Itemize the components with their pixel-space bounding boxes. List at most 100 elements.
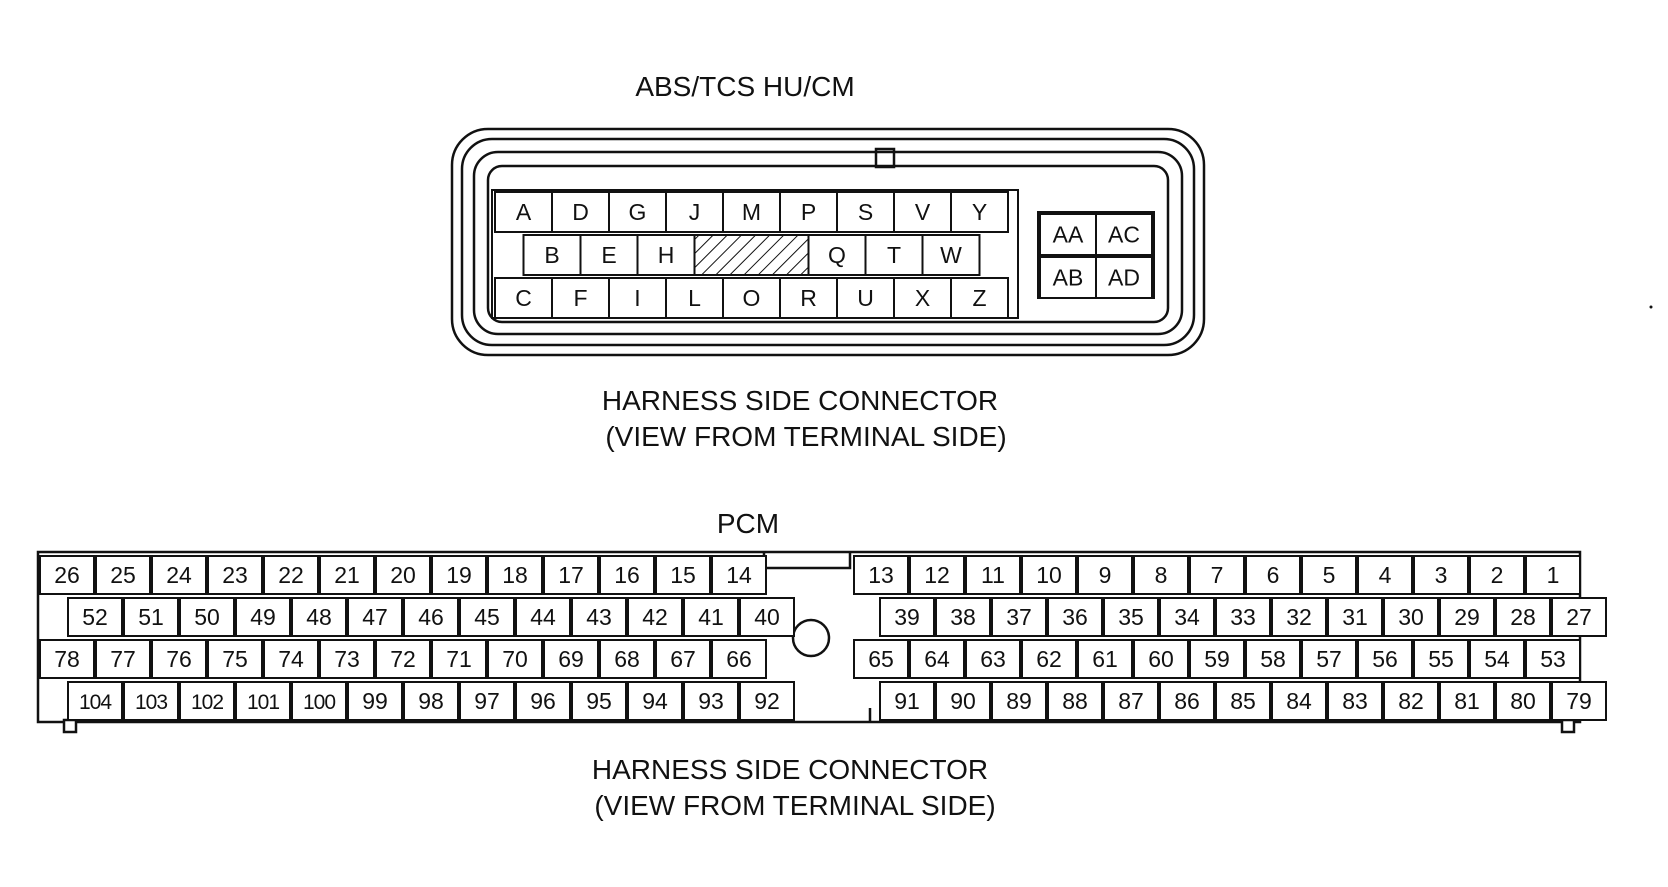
abs-pin-U: U xyxy=(836,277,895,319)
pcm-pin-15: 15 xyxy=(655,555,711,595)
pcm-pin-57-label: 57 xyxy=(1316,646,1342,672)
pcm-pin-74-label: 74 xyxy=(278,646,304,672)
pcm-pin-17: 17 xyxy=(543,555,599,595)
abs-pin-X-label: X xyxy=(915,285,930,311)
pcm-pin-72-label: 72 xyxy=(390,646,416,672)
pcm-pin-6: 6 xyxy=(1245,555,1301,595)
pcm-pin-20-label: 20 xyxy=(390,562,416,588)
abs-pin-T: T xyxy=(864,234,924,276)
abs-pin-F: F xyxy=(551,277,610,319)
pcm-pin-31: 31 xyxy=(1327,597,1383,637)
pcm-pin-38-label: 38 xyxy=(950,604,976,630)
abs-pin-A: A xyxy=(494,191,553,233)
pcm-pin-84-label: 84 xyxy=(1286,688,1312,714)
abs-pin-W: W xyxy=(921,234,981,276)
abs-pin-ad-label: AD xyxy=(1108,265,1140,291)
pcm-pin-49: 49 xyxy=(235,597,291,637)
pcm-pin-40: 40 xyxy=(739,597,795,637)
pcm-pin-75: 75 xyxy=(207,639,263,679)
abs-pin-Y-label: Y xyxy=(972,199,987,225)
pcm-pin-11: 11 xyxy=(965,555,1021,595)
pcm-pin-87-label: 87 xyxy=(1118,688,1144,714)
pcm-pin-57: 57 xyxy=(1301,639,1357,679)
abs-pin-S-label: S xyxy=(858,199,873,225)
pcm-pin-47: 47 xyxy=(347,597,403,637)
pcm-pin-18-label: 18 xyxy=(502,562,528,588)
pcm-pin-54-label: 54 xyxy=(1484,646,1510,672)
pcm-connector-title: PCM xyxy=(717,508,779,539)
abs-pin-O-label: O xyxy=(743,285,761,311)
abs-pin-ab-label: AB xyxy=(1053,265,1084,291)
abs-pin-C: C xyxy=(494,277,553,319)
pcm-pin-77: 77 xyxy=(95,639,151,679)
pcm-pin-102: 102 xyxy=(179,681,235,721)
pcm-pin-45-label: 45 xyxy=(474,604,500,630)
pcm-pin-89: 89 xyxy=(991,681,1047,721)
pcm-pin-71-label: 71 xyxy=(446,646,472,672)
pcm-pin-22-label: 22 xyxy=(278,562,304,588)
pcm-pin-67: 67 xyxy=(655,639,711,679)
pcm-pin-9: 9 xyxy=(1077,555,1133,595)
pcm-pin-18: 18 xyxy=(487,555,543,595)
abs-pin-E-label: E xyxy=(601,242,616,268)
pcm-pin-29-label: 29 xyxy=(1454,604,1480,630)
pcm-pin-92: 92 xyxy=(739,681,795,721)
abs-pin-B: B xyxy=(522,234,582,276)
pcm-pin-20: 20 xyxy=(375,555,431,595)
pcm-pin-69-label: 69 xyxy=(558,646,584,672)
abs-pin-G-label: G xyxy=(629,199,647,225)
abs-pin-I: I xyxy=(608,277,667,319)
pcm-pin-56: 56 xyxy=(1357,639,1413,679)
pcm-pin-95: 95 xyxy=(571,681,627,721)
pcm-pin-13-label: 13 xyxy=(868,562,894,588)
pcm-pin-52-label: 52 xyxy=(82,604,108,630)
pcm-pin-4-label: 4 xyxy=(1379,562,1392,588)
abs-pin-H: H xyxy=(636,234,696,276)
pcm-pin-58: 58 xyxy=(1245,639,1301,679)
pcm-pin-39: 39 xyxy=(879,597,935,637)
pcm-pin-74: 74 xyxy=(263,639,319,679)
pcm-pin-81: 81 xyxy=(1439,681,1495,721)
pcm-pin-42: 42 xyxy=(627,597,683,637)
abs-pin-V-label: V xyxy=(915,199,931,225)
pcm-pin-89-label: 89 xyxy=(1006,688,1032,714)
pcm-pin-26: 26 xyxy=(39,555,95,595)
pcm-pin-16-label: 16 xyxy=(614,562,640,588)
abs-pin-Q: Q xyxy=(807,234,867,276)
abs-pin-I-label: I xyxy=(634,285,640,311)
pcm-pin-25-label: 25 xyxy=(110,562,136,588)
abs-connector-housing xyxy=(450,127,1206,357)
pcm-pin-9-label: 9 xyxy=(1099,562,1112,588)
abs-pin-S: S xyxy=(836,191,895,233)
pcm-pin-82-label: 82 xyxy=(1398,688,1424,714)
stray-mark xyxy=(1649,305,1653,309)
pcm-pin-31-label: 31 xyxy=(1342,604,1368,630)
pcm-pin-47-label: 47 xyxy=(362,604,388,630)
pcm-pin-96-label: 96 xyxy=(530,688,556,714)
pcm-pin-54: 54 xyxy=(1469,639,1525,679)
pcm-pin-65: 65 xyxy=(853,639,909,679)
pcm-pin-68: 68 xyxy=(599,639,655,679)
pcm-pin-63: 63 xyxy=(965,639,1021,679)
pcm-right-lock-tab xyxy=(1560,718,1576,734)
pcm-pin-90: 90 xyxy=(935,681,991,721)
pcm-pin-21: 21 xyxy=(319,555,375,595)
pcm-pin-19-label: 19 xyxy=(446,562,472,588)
pcm-pin-24-label: 24 xyxy=(166,562,192,588)
pcm-pin-28: 28 xyxy=(1495,597,1551,637)
abs-pin-C-label: C xyxy=(515,285,532,311)
pcm-pin-63-label: 63 xyxy=(980,646,1006,672)
pcm-pin-27-label: 27 xyxy=(1566,604,1592,630)
pcm-pin-14-label: 14 xyxy=(726,562,752,588)
pcm-pin-85-label: 85 xyxy=(1230,688,1256,714)
pcm-pin-77-label: 77 xyxy=(110,646,136,672)
pcm-pin-104: 104 xyxy=(67,681,123,721)
pcm-pin-36: 36 xyxy=(1047,597,1103,637)
pcm-pin-24: 24 xyxy=(151,555,207,595)
pcm-pin-68-label: 68 xyxy=(614,646,640,672)
pcm-pin-6-label: 6 xyxy=(1267,562,1280,588)
pcm-pin-96: 96 xyxy=(515,681,571,721)
abs-pin-X: X xyxy=(893,277,952,319)
